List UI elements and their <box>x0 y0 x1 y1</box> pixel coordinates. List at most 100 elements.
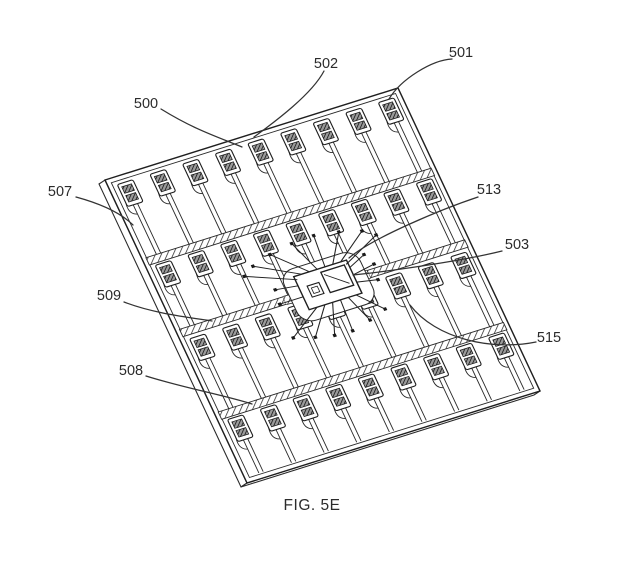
trace <box>365 131 390 182</box>
board-content <box>117 97 525 474</box>
trace <box>209 357 234 408</box>
pad-contact <box>398 375 413 387</box>
trace <box>203 275 224 316</box>
pad-contact <box>387 192 402 203</box>
trace <box>241 347 267 398</box>
trace <box>237 348 262 399</box>
trace <box>279 428 297 462</box>
bond-wire <box>269 254 310 273</box>
pad-contact <box>322 212 336 224</box>
trace <box>466 277 491 327</box>
ref-label-500: 500 <box>134 96 158 112</box>
pad-contact <box>195 262 210 274</box>
trace <box>274 337 299 387</box>
bond-point <box>371 262 377 266</box>
leader-502 <box>253 70 325 138</box>
pad-contact <box>463 355 478 366</box>
bond-point <box>375 277 381 282</box>
bond-wire <box>339 299 354 331</box>
trace <box>240 263 261 305</box>
bond-point <box>382 307 388 311</box>
pad-contact <box>251 142 266 153</box>
trace <box>235 265 256 306</box>
leader-500 <box>160 108 243 148</box>
pad-contact <box>424 190 438 202</box>
trace <box>230 173 255 224</box>
leader-513 <box>348 196 479 259</box>
pad-contact <box>329 387 343 399</box>
leader-507 <box>75 196 134 226</box>
leader-503 <box>352 250 503 276</box>
trace <box>400 297 425 348</box>
bus-strip <box>145 167 436 266</box>
pad-contact <box>316 121 331 133</box>
pad-contact <box>159 264 173 275</box>
trace <box>335 317 360 368</box>
pad-contact <box>320 130 335 141</box>
trace <box>373 398 390 433</box>
pad-contact <box>358 211 373 222</box>
chip-die-small-inner <box>310 285 321 294</box>
trace <box>275 429 292 463</box>
pad-contact <box>296 397 311 409</box>
bond-point <box>332 333 337 338</box>
ref-label-508: 508 <box>119 363 143 379</box>
trace <box>406 388 423 422</box>
pad-contact <box>231 418 246 429</box>
pad-contact <box>459 346 474 358</box>
pad-contact <box>258 317 273 328</box>
trace <box>339 316 364 367</box>
pad-contact <box>226 327 240 338</box>
pad-contact <box>365 386 380 397</box>
pad-contact <box>125 192 140 203</box>
trace <box>433 287 458 338</box>
pad-contact <box>293 231 308 243</box>
trace <box>165 194 190 245</box>
bond-point <box>313 335 318 340</box>
pad-contact <box>197 346 212 357</box>
bond-point <box>350 328 355 333</box>
trace <box>377 397 395 431</box>
bond-wire <box>340 230 363 263</box>
trace <box>437 285 462 336</box>
bond-point <box>289 241 294 246</box>
trace <box>399 213 419 255</box>
pad-contact <box>386 110 401 121</box>
trace <box>170 285 191 327</box>
pad-contact <box>382 101 396 112</box>
trace <box>361 132 386 183</box>
trace <box>205 358 230 409</box>
pad-contact <box>431 365 445 377</box>
pad-contact <box>268 416 282 428</box>
pad-contact <box>421 265 436 277</box>
bond-point <box>277 302 282 307</box>
bond-wire <box>356 279 379 283</box>
bond-wire <box>349 254 365 268</box>
chip-die-mark <box>323 274 350 284</box>
pad-contact <box>163 272 177 284</box>
trace <box>132 204 157 255</box>
bond-wire <box>291 243 318 270</box>
pad-contact <box>354 202 369 214</box>
pad-contact <box>425 274 440 286</box>
leader-509 <box>123 301 213 322</box>
pad-contact <box>256 233 271 244</box>
bond-wire <box>353 263 375 276</box>
trace <box>207 273 228 315</box>
pad-contact <box>260 242 275 253</box>
bond-wire <box>252 265 302 275</box>
pad-contact <box>228 252 243 263</box>
trace <box>340 409 358 443</box>
pad-contact <box>191 253 206 265</box>
bond-wire <box>244 275 298 281</box>
trace <box>398 121 423 172</box>
pad-contact <box>391 201 406 212</box>
pad-contact <box>353 120 368 131</box>
pad-contact <box>333 396 348 407</box>
pad-contact <box>420 182 434 193</box>
ref-label-501: 501 <box>449 45 473 61</box>
trace <box>410 387 427 421</box>
trace <box>471 368 488 402</box>
trace <box>307 326 332 377</box>
leader-515 <box>409 304 537 346</box>
